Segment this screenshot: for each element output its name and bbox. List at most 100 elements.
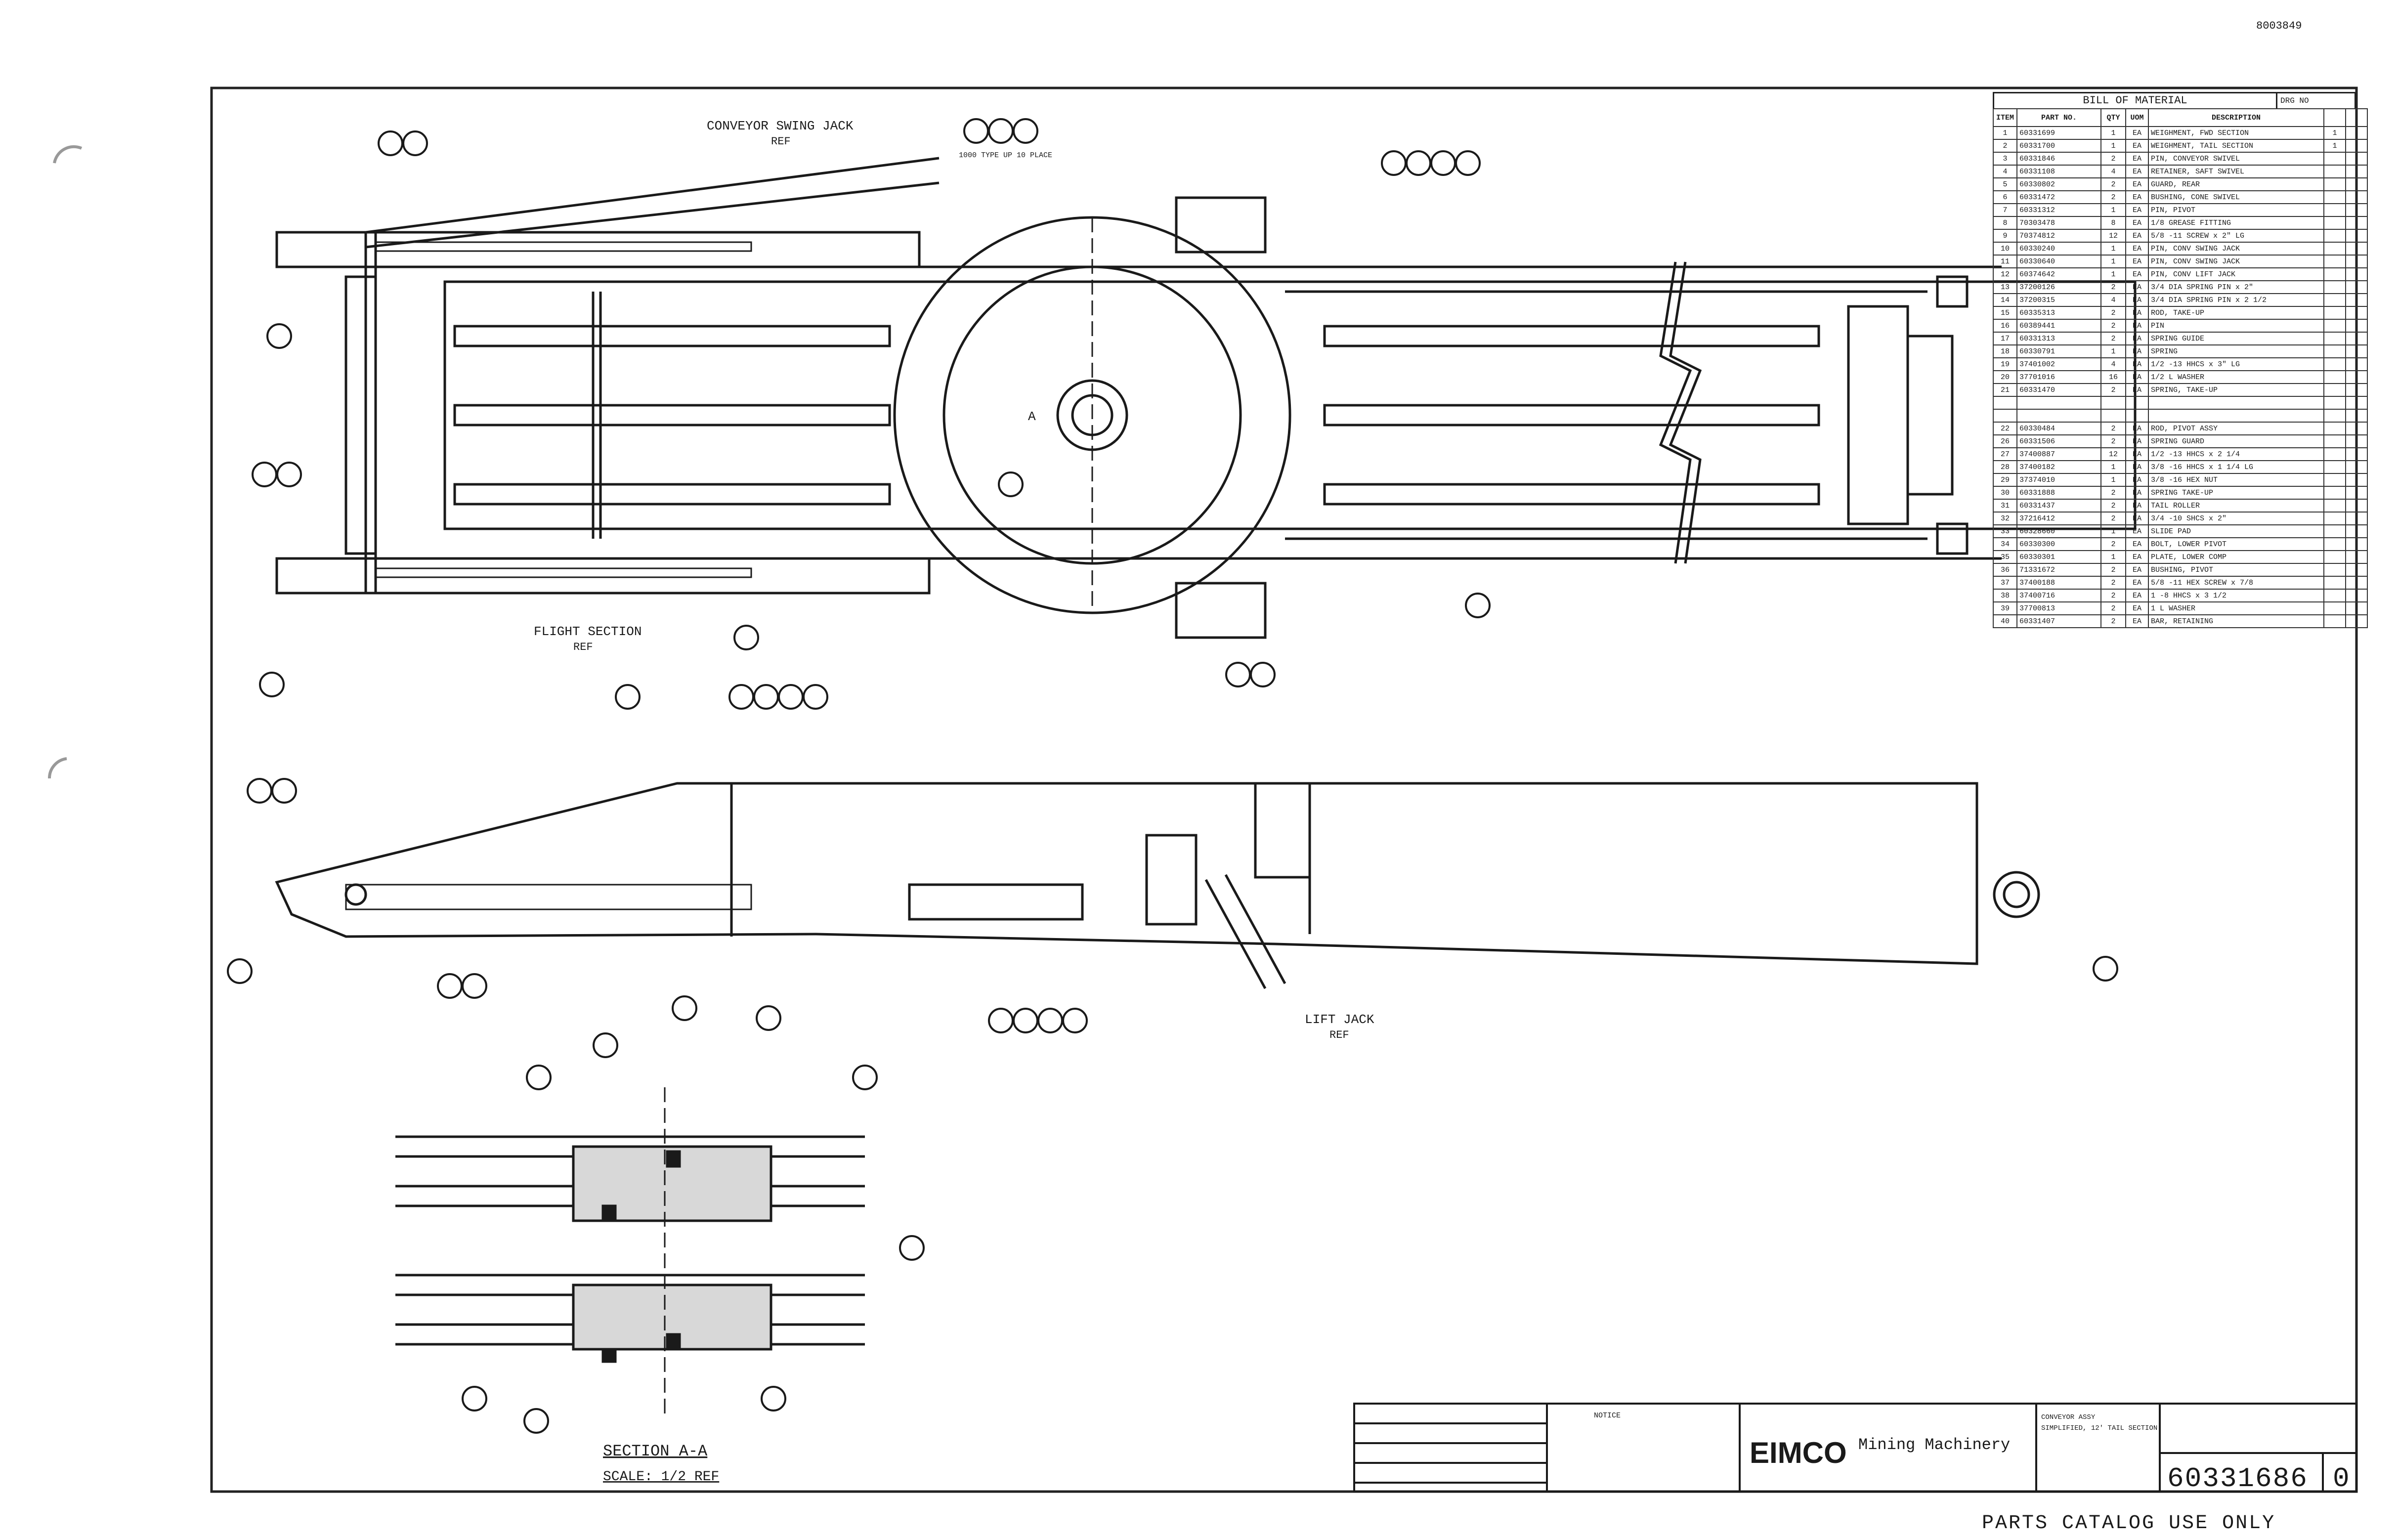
bom-quantity: 2	[2100, 152, 2126, 166]
bom-part-number: 60389441	[2016, 319, 2101, 333]
bom-part-number: 37200315	[2016, 293, 2101, 307]
company-logo: EIMCO	[1750, 1436, 1847, 1469]
bom-col7	[2345, 486, 2368, 500]
bom-description: PIN, CONV LIFT JACK	[2148, 267, 2324, 281]
section-scale: SCALE: 1/2 REF	[603, 1469, 719, 1485]
bom-description: PIN, CONV SWING JACK	[2148, 255, 2324, 268]
bom-col6	[2323, 242, 2346, 256]
drawing-border	[210, 86, 2358, 1493]
bom-part-number: 60331888	[2016, 486, 2101, 500]
bom-quantity: 4	[2100, 357, 2126, 371]
bom-description: 5/8 -11 HEX SCREW x 7/8	[2148, 576, 2324, 590]
bom-part-number: 60330802	[2016, 177, 2101, 191]
bom-row	[1993, 396, 2368, 410]
bom-part-number: 37400188	[2016, 576, 2101, 590]
bom-description: PIN	[2148, 319, 2324, 333]
section-a-a-view	[395, 1087, 865, 1413]
bom-uom: EA	[2125, 293, 2149, 307]
bom-item-number: 29	[1993, 473, 2017, 487]
conveyor-swing-jack-label: CONVEYOR SWING JACK	[707, 119, 854, 133]
bom-item-number: 30	[1993, 486, 2017, 500]
bom-uom: EA	[2125, 139, 2149, 153]
bom-part-number: 60331700	[2016, 139, 2101, 153]
bom-item-number: 18	[1993, 344, 2017, 358]
bom-quantity: 2	[2100, 563, 2126, 577]
bom-description: 1/8 GREASE FITTING	[2148, 216, 2324, 230]
bom-col6	[2323, 280, 2346, 294]
bom-part-number	[2016, 409, 2101, 423]
bom-item-number: 2	[1993, 139, 2017, 153]
bom-uom: EA	[2125, 512, 2149, 525]
bom-item-number: 12	[1993, 267, 2017, 281]
bom-item-number: 21	[1993, 383, 2017, 397]
bom-quantity: 1	[2100, 473, 2126, 487]
bom-item-number: 35	[1993, 550, 2017, 564]
bom-header-col6	[2323, 108, 2346, 127]
bom-part-number: 60331472	[2016, 190, 2101, 204]
bom-col6	[2323, 460, 2346, 474]
bom-quantity: 8	[2100, 216, 2126, 230]
bom-col6	[2323, 499, 2346, 513]
bom-col6	[2323, 422, 2346, 435]
bom-description: 1 L WASHER	[2148, 601, 2324, 615]
bom-description: PLATE, LOWER COMP	[2148, 550, 2324, 564]
bom-item-number: 40	[1993, 614, 2017, 628]
bom-quantity: 2	[2100, 422, 2126, 435]
bom-col6	[2323, 601, 2346, 615]
plan-view	[275, 157, 2137, 639]
bom-col7	[2345, 576, 2368, 590]
bom-part-number: 60328660	[2016, 524, 2101, 538]
bom-quantity: 1	[2100, 267, 2126, 281]
bom-col7	[2345, 126, 2368, 140]
bom-item-number: 5	[1993, 177, 2017, 191]
bom-uom: EA	[2125, 216, 2149, 230]
bom-description: 3/4 -10 SHCS x 2"	[2148, 512, 2324, 525]
bom-description: ROD, TAKE-UP	[2148, 306, 2324, 320]
bom-uom: EA	[2125, 332, 2149, 345]
bom-part-number: 37401002	[2016, 357, 2101, 371]
bom-description	[2148, 409, 2324, 423]
bom-col7	[2345, 139, 2368, 153]
bom-part-number: 37200126	[2016, 280, 2101, 294]
bom-description: PIN, CONV SWING JACK	[2148, 242, 2324, 256]
bom-col6	[2323, 512, 2346, 525]
bom-col7	[2345, 447, 2368, 461]
section-marker-a: A	[1028, 409, 1036, 424]
bom-item-number: 19	[1993, 357, 2017, 371]
bom-item-number: 33	[1993, 524, 2017, 538]
bom-description: PIN, PIVOT	[2148, 203, 2324, 217]
bom-item-number: 11	[1993, 255, 2017, 268]
bom-col6	[2323, 332, 2346, 345]
bom-quantity: 1	[2100, 460, 2126, 474]
bom-uom: EA	[2125, 319, 2149, 333]
bom-col6	[2323, 370, 2346, 384]
bom-uom: EA	[2125, 267, 2149, 281]
bom-col6	[2323, 165, 2346, 178]
bom-col7	[2345, 332, 2368, 345]
bom-description: 1/2 L WASHER	[2148, 370, 2324, 384]
bom-description: SPRING TAKE-UP	[2148, 486, 2324, 500]
bom-description: 3/8 -16 HHCS x 1 1/4 LG	[2148, 460, 2324, 474]
bom-description	[2148, 396, 2324, 410]
bom-part-number: 60331312	[2016, 203, 2101, 217]
bom-item-number: 22	[1993, 422, 2017, 435]
bom-col7	[2345, 409, 2368, 423]
bom-item-number: 20	[1993, 370, 2017, 384]
